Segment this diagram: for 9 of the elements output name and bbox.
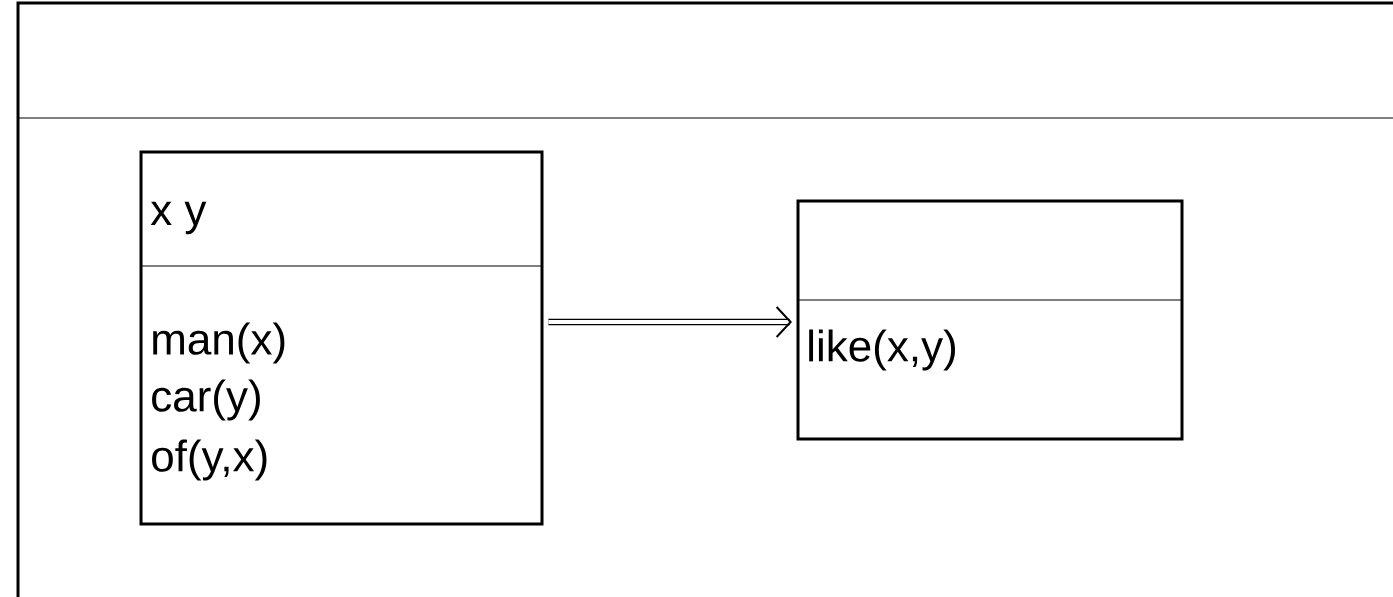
- condition-text: like(x,y): [809, 329, 955, 371]
- drs-box: [139, 150, 544, 526]
- condition-text: of(y,x): [152, 439, 267, 481]
- implication-arrow: [548, 306, 792, 338]
- condition-text: car(y): [152, 379, 260, 421]
- condition-text: man(x): [153, 322, 285, 364]
- referent-list: x y: [150, 201, 207, 235]
- outer-drs-box: [16, 1, 1393, 597]
- drs-box: [796, 199, 1184, 441]
